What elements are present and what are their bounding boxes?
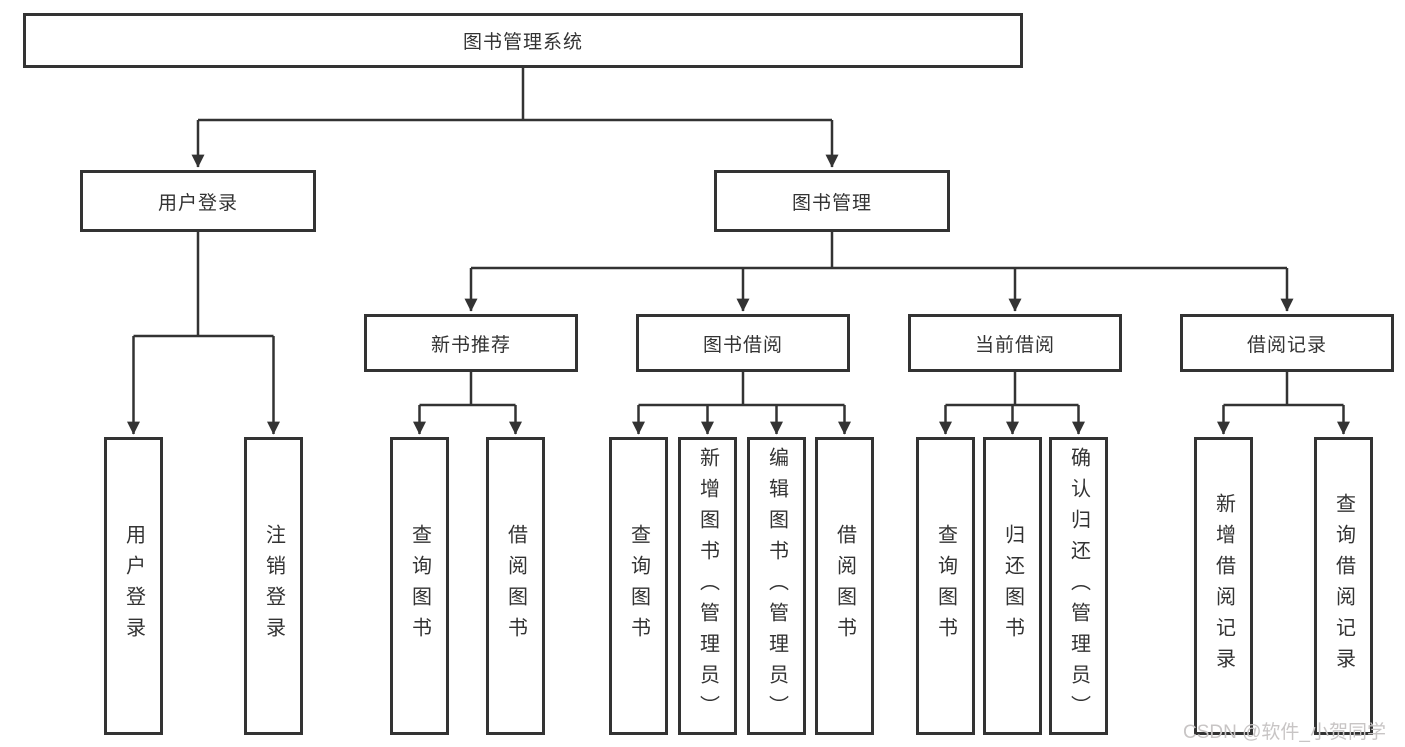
leaf-add-borrow-record: 新增借阅记录 — [1194, 437, 1253, 735]
leaf-search-borrow-record-label: 查询借阅记录 — [1332, 493, 1355, 679]
leaf-return-books-label: 归还图书 — [1001, 524, 1024, 648]
leaf-edit-book-admin-label: 编辑图书（管理员） — [765, 446, 788, 726]
leaf-borrow-books-2-label: 借阅图书 — [833, 524, 856, 648]
leaf-borrow-books-1-label: 借阅图书 — [504, 524, 527, 648]
leaf-edit-book-admin: 编辑图书（管理员） — [747, 437, 806, 735]
leaf-borrow-books-2: 借阅图书 — [815, 437, 874, 735]
connector-root — [198, 68, 832, 122]
node-user-login: 用户登录 — [80, 170, 316, 232]
leaf-logout: 注销登录 — [244, 437, 303, 735]
node-current-borrowing: 当前借阅 — [908, 314, 1122, 372]
connector-book-borrowing — [638, 372, 845, 407]
leaf-user-login: 用户登录 — [104, 437, 163, 735]
leaf-search-books-3-label: 查询图书 — [934, 524, 957, 648]
node-new-book-recommendation-label: 新书推荐 — [430, 334, 511, 356]
connector-user-login — [133, 232, 274, 338]
leaf-search-books-3: 查询图书 — [916, 437, 975, 735]
leaf-confirm-return-admin: 确认归还（管理员） — [1049, 437, 1108, 735]
leaf-search-books-1: 查询图书 — [390, 437, 449, 735]
connector-new-book-recommendation — [419, 372, 516, 407]
connector-book-management — [471, 232, 1287, 270]
node-book-management: 图书管理 — [714, 170, 950, 232]
node-current-borrowing-label: 当前借阅 — [974, 334, 1055, 356]
node-book-management-label: 图书管理 — [791, 192, 872, 214]
node-book-borrowing-label: 图书借阅 — [702, 334, 783, 356]
node-borrowing-records: 借阅记录 — [1180, 314, 1394, 372]
connector-borrowing-records — [1223, 372, 1344, 407]
leaf-search-books-2-label: 查询图书 — [627, 524, 650, 648]
leaf-add-book-admin-label: 新增图书（管理员） — [696, 446, 719, 726]
leaf-logout-label: 注销登录 — [262, 524, 285, 648]
leaf-return-books: 归还图书 — [983, 437, 1042, 735]
node-borrowing-records-label: 借阅记录 — [1246, 334, 1327, 356]
leaf-confirm-return-admin-label: 确认归还（管理员） — [1067, 446, 1090, 726]
node-library-system: 图书管理系统 — [23, 13, 1023, 68]
node-user-login-label: 用户登录 — [157, 192, 238, 214]
leaf-add-book-admin: 新增图书（管理员） — [678, 437, 737, 735]
node-book-borrowing: 图书借阅 — [636, 314, 850, 372]
csdn-watermark: CSDN @软件_小贺同学 — [1183, 722, 1386, 743]
node-library-system-label: 图书管理系统 — [462, 32, 583, 53]
leaf-borrow-books-1: 借阅图书 — [486, 437, 545, 735]
leaf-search-books-2: 查询图书 — [609, 437, 668, 735]
leaf-add-borrow-record-label: 新增借阅记录 — [1212, 493, 1235, 679]
leaf-search-books-1-label: 查询图书 — [408, 524, 431, 648]
node-new-book-recommendation: 新书推荐 — [364, 314, 578, 372]
connector-current-borrowing — [945, 372, 1079, 407]
leaf-search-borrow-record: 查询借阅记录 — [1314, 437, 1373, 735]
leaf-user-login-label: 用户登录 — [122, 524, 145, 648]
